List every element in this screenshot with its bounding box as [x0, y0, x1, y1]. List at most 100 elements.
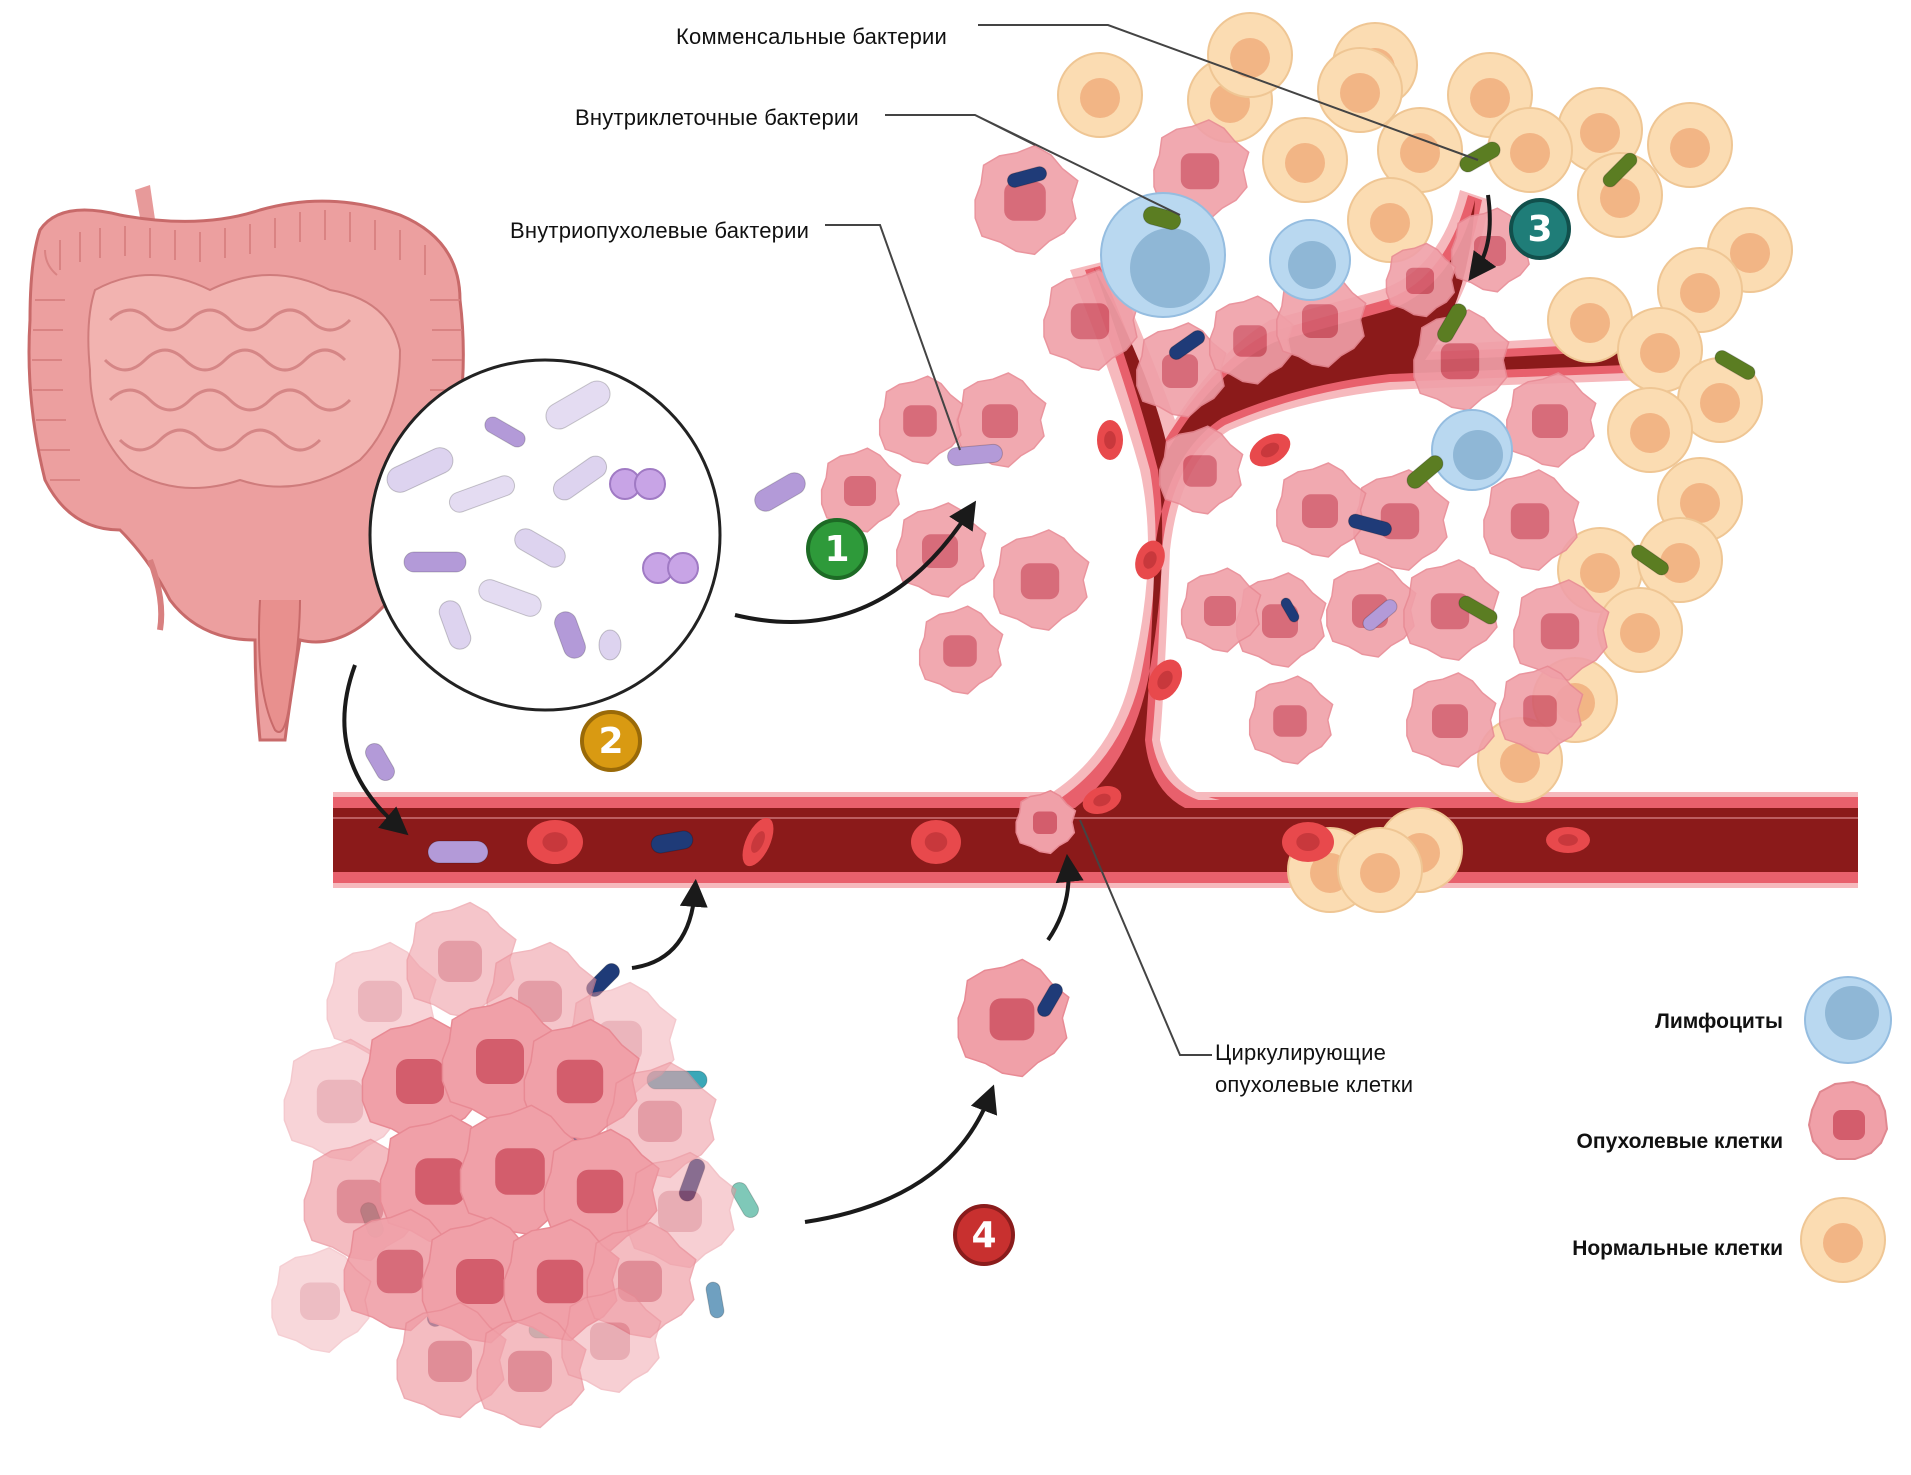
- arrow-tumor-to-vessel-1: [631, 878, 708, 970]
- bacterium: [1037, 982, 1063, 1018]
- bacterium: [754, 472, 806, 512]
- tumor-cell-nucleus: [658, 1190, 702, 1232]
- tumor-cell: [974, 144, 1079, 256]
- tumor-cell-nucleus: [618, 1260, 662, 1302]
- normal-cell-nucleus: [1680, 273, 1720, 313]
- tumor-cell-body: [271, 1246, 372, 1353]
- tumor-cell: [1158, 425, 1244, 515]
- bacterium: [403, 551, 467, 573]
- label-circulating-tumor-cells-line2: опухолевые клетки: [1215, 1072, 1414, 1097]
- red-blood-cell-center: [1558, 834, 1578, 846]
- bacterium: [484, 416, 526, 448]
- tumor-cell-nucleus: [1004, 181, 1046, 221]
- legend-label-tumor-cells: Опухолевые клетки: [1576, 1130, 1783, 1153]
- tumor-cell-nucleus: [336, 1179, 384, 1224]
- normal-cell-nucleus: [1680, 483, 1720, 523]
- tumor-cell-nucleus: [1432, 704, 1468, 738]
- tumor-cell-nucleus: [495, 1148, 545, 1195]
- tumor-cell-nucleus: [590, 1322, 630, 1360]
- tumor-cell-nucleus: [1540, 613, 1580, 650]
- tumor-cell-nucleus: [1033, 811, 1057, 834]
- normal-cell-nucleus: [1230, 38, 1270, 78]
- tumor-cell-nucleus: [1510, 503, 1550, 540]
- red-blood-cell-center: [751, 831, 765, 853]
- tumor-cell: [1326, 562, 1417, 658]
- bacterium: [427, 840, 489, 864]
- tumor-cell: [1413, 309, 1510, 411]
- normal-cell-nucleus: [1370, 203, 1410, 243]
- red-blood-cell-center: [1104, 431, 1116, 449]
- tumor-cell-nucleus: [1532, 404, 1568, 438]
- tumor-cell-nucleus: [1180, 153, 1220, 190]
- bacterium: [1714, 350, 1756, 380]
- bacterium: [1459, 141, 1501, 173]
- red-blood-cells: [527, 420, 1590, 867]
- tumor-cell-nucleus: [1204, 596, 1236, 626]
- arrows: [342, 194, 1497, 1224]
- tumor-cell-nucleus: [943, 635, 977, 667]
- tumor-cell: [918, 605, 1004, 695]
- tumor-cell: [1015, 789, 1077, 855]
- bacterium: [1458, 595, 1498, 625]
- tumor-cell-nucleus: [1183, 455, 1217, 487]
- legend-label-lymphocytes: Лимфоциты: [1655, 1010, 1783, 1033]
- tumor-cell-nucleus: [982, 404, 1018, 438]
- normal-cell-nucleus: [1510, 133, 1550, 173]
- bacterium: [545, 380, 611, 430]
- tumor-cell-nucleus: [508, 1350, 552, 1392]
- tumor-cell: [1276, 462, 1367, 558]
- tumor-cell: [957, 958, 1070, 1078]
- tumor-cell-nucleus: [1273, 705, 1307, 737]
- normal-cell-nucleus: [1500, 743, 1540, 783]
- tumor-cell: [406, 901, 517, 1019]
- normal-cell-nucleus: [1700, 383, 1740, 423]
- bacterium: [1631, 544, 1669, 576]
- tumor-cell-nucleus: [536, 1259, 584, 1304]
- label-intratumoral-bacteria: Внутриопухолевые бактерии: [510, 218, 810, 243]
- tumor-cell: [1498, 665, 1584, 755]
- primary-tumor-mass: [271, 901, 737, 1429]
- normal-cell-nucleus: [1640, 333, 1680, 373]
- tumor-cell-nucleus: [1302, 304, 1338, 338]
- tumor-cell: [561, 1286, 662, 1393]
- tumor-cell: [476, 1311, 587, 1429]
- bacterium: [365, 742, 395, 782]
- arrow-tumor-to-vessel-2: [1046, 853, 1084, 942]
- tumor-cell: [1506, 372, 1597, 468]
- tumor-cell-nucleus: [415, 1158, 465, 1205]
- tumor-cell: [1180, 567, 1262, 653]
- red-blood-cell-center: [542, 832, 568, 852]
- step-number: 3: [1527, 208, 1553, 250]
- tumor-cell-nucleus: [989, 998, 1035, 1041]
- label-commensal-bacteria: Комменсальные бактерии: [676, 24, 948, 49]
- tumor-cell: [1208, 295, 1294, 385]
- red-blood-cell-center: [1260, 442, 1280, 458]
- label-circulating-tumor-cells-line1: Циркулирующие: [1215, 1040, 1387, 1065]
- normal-cell-nucleus: [1470, 78, 1510, 118]
- tumor-cell: [1406, 672, 1497, 768]
- step-badge-2: 2: [580, 710, 642, 772]
- bacterium: [1406, 455, 1444, 489]
- normal-cell-nucleus: [1660, 543, 1700, 583]
- bacterium: [731, 1181, 759, 1219]
- tumor-cell: [271, 1246, 372, 1353]
- bacterium: [650, 830, 694, 854]
- label-intracellular-bacteria: Внутриклеточные бактерии: [575, 105, 859, 130]
- bacterium: [386, 447, 454, 493]
- tumor-cell-nucleus: [456, 1259, 504, 1304]
- red-blood-cell-center: [1093, 793, 1111, 807]
- normal-cell-nucleus: [1340, 73, 1380, 113]
- tumor-cell-nucleus: [300, 1282, 340, 1320]
- tumor-cell-nucleus: [1233, 325, 1267, 357]
- red-blood-cell-center: [924, 832, 948, 852]
- normal-cell-nucleus: [1580, 113, 1620, 153]
- tumor-cell-icon: [1807, 1080, 1889, 1160]
- legend-icons: [1800, 976, 1892, 1283]
- bacterium: [1348, 513, 1392, 537]
- tumor-cell-nucleus: [1440, 343, 1480, 380]
- tumor-cell-nucleus: [576, 1169, 624, 1214]
- tumor-cell: [993, 529, 1090, 631]
- bacterium: [514, 528, 566, 568]
- step-badge-1: 1: [806, 518, 868, 580]
- tumor-cell-nucleus: [1302, 494, 1338, 528]
